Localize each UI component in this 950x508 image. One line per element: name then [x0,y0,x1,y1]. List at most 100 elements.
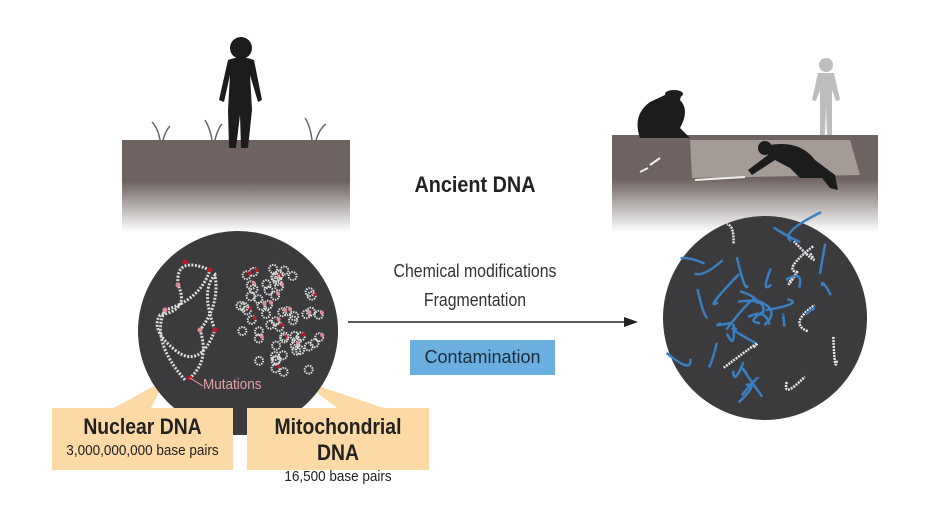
mutation-marker [252,315,257,320]
contaminant-dna-fragment [820,281,833,296]
mito-ring [277,307,288,318]
ancient-dna-fragment [832,335,839,366]
nuclear-dna-title: Nuclear DNA [83,414,202,439]
contaminant-dna-fragment [665,351,692,367]
contaminant-dna-fragment [696,288,709,319]
mutation-marker [276,291,281,296]
mutation-marker [254,267,259,272]
contaminant-dna-fragment [764,267,773,289]
mito-ring [271,340,282,351]
contaminant-dna-fragment [741,367,764,398]
mutation-marker [197,327,203,333]
contaminant-dna-fragment [785,274,802,289]
mito-ring [263,299,274,310]
mito-ring [289,311,300,322]
mito-ring [279,331,290,342]
contaminant-dna-fragment [707,342,718,368]
contaminant-dna-fragment [752,309,766,325]
mito-ring [268,263,279,274]
mito-ring [235,300,246,311]
mito-ring [303,364,314,375]
contamination-badge: Contamination [410,340,555,375]
mito-ring [291,345,302,356]
mito-ring [248,284,259,295]
mutations-pointer [189,377,204,387]
contaminant-dna-fragment [772,226,801,244]
contaminant-dna-fragment [735,256,749,289]
ancient-dna-fragment [793,240,815,262]
contaminant-dna-fragment [712,273,740,306]
mito-ring [265,319,276,330]
mito-ring [274,321,285,332]
mito-ring [254,355,265,366]
mutation-marker [288,307,293,312]
mutation-marker [307,310,312,315]
standing-person-icon [812,58,840,135]
grass-icon [151,117,327,141]
mito-ring [289,330,300,341]
mito-callout [300,380,390,410]
mutation-marker [319,310,324,315]
mito-ring [291,336,302,347]
contaminant-dna-fragment [731,361,745,379]
ancient-human-icon [219,37,262,148]
circle-tab [228,420,248,435]
mito-ring [279,265,290,276]
mito-ring [289,340,300,351]
mutation-marker [279,282,284,287]
mutation-marker [269,300,274,305]
ancient-dna-fragment [784,375,806,391]
mito-ring [245,280,256,291]
mito-ring [270,316,281,327]
mito-ring [301,309,312,320]
bones-icon [639,157,746,181]
mito-ring [272,276,283,287]
page-title: Ancient DNA [414,172,536,197]
mito-ring [241,305,252,316]
mito-dna-rings [235,263,325,377]
contaminant-dna-fragment [716,321,732,327]
contaminant-dna-fragment [725,297,758,331]
mito-ring [237,326,248,337]
contaminant-dna-fragment [755,298,773,327]
mutation-marker [247,271,252,276]
mutation-markers [162,259,218,381]
contaminant-dna-fragment [782,313,786,327]
mutation-marker [175,282,181,288]
mito-ring [295,345,306,356]
mito-ring [253,326,264,337]
mito-ring [248,266,259,277]
mito-ring [256,300,267,311]
contaminant-dna-fragment [737,383,753,404]
degraded-dna-circle [663,216,867,420]
mito-ring [287,315,298,326]
contaminant-dna-fragment [818,243,827,275]
contaminant-dna-fragment [804,306,816,316]
mito-ring [306,290,317,301]
process-fragmentation: Fragmentation [423,290,527,310]
nuclear-dna-strand [155,263,218,381]
mito-ring [246,314,257,325]
contaminant-dna-fragment [680,256,705,265]
mutation-marker [262,301,267,306]
process-chemical-modifications: Chemical modifications [393,261,557,281]
mito-ring [278,366,289,377]
contaminant-dna-fragment [765,298,794,312]
contaminant-dna-fragment [694,259,724,276]
arrow-head-icon [624,317,638,327]
mito-dna-size: 16,500 base pairs [284,468,392,485]
mutation-marker [301,332,306,337]
mito-ring [309,338,320,349]
mutation-marker [207,267,213,273]
contaminant-dna-fragment [787,210,822,243]
mito-ring [274,269,285,280]
mito-ring [273,281,284,292]
mutation-marker [283,308,288,313]
mutation-marker [162,307,168,313]
soil-layer-ancient [122,140,350,232]
mutation-marker [182,259,188,265]
mito-ring [282,306,293,317]
ancient-dna-fragment [787,270,799,286]
ancient-dna-fragment [798,303,816,333]
mito-ring [287,271,298,282]
